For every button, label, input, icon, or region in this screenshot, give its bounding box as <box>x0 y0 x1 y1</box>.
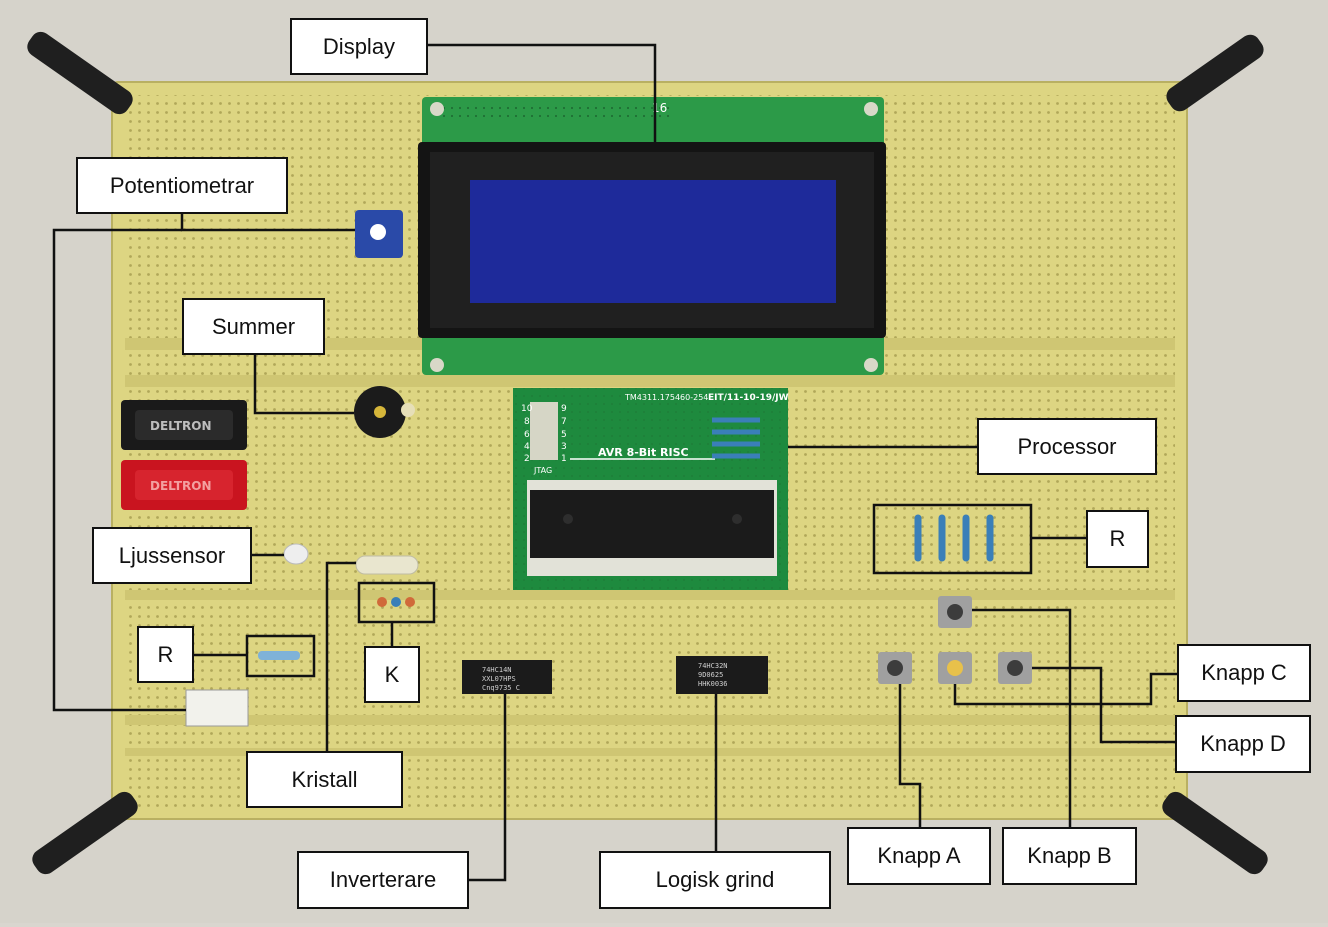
ic-text: HHK0036 <box>698 680 728 688</box>
leader-knapp-b <box>972 608 1072 827</box>
processor-board: TM4311.175460-254 EIT/11-10-19/JW 10 8 6… <box>513 388 789 590</box>
jtag-pin-label: 9 <box>561 404 567 414</box>
jtag-pin-label: 1 <box>561 454 567 464</box>
leader-lines <box>52 43 1177 882</box>
label-inverterare: Inverterare <box>297 851 469 909</box>
jtag-header <box>530 402 558 460</box>
trimmer-potentiometer <box>185 689 249 727</box>
leader-knapp-d <box>1032 666 1175 744</box>
inverter-ic: 74HC14N XXL07HPS Cnq9735 C <box>462 660 552 694</box>
light-sensor <box>283 543 309 565</box>
deltron-label-red: DELTRON <box>150 479 212 493</box>
capacitors <box>377 597 415 607</box>
ic-text: 74HC14N <box>482 666 512 674</box>
potentiometer <box>355 210 403 258</box>
mounting-hole <box>864 358 878 372</box>
label-display: Display <box>290 18 428 75</box>
jtag-pin-label: 5 <box>561 430 567 440</box>
ic-text: 9D0625 <box>698 671 723 679</box>
banana-socket-red: DELTRON <box>121 460 247 510</box>
mounting-hole <box>430 102 444 116</box>
ic-text: XXL07HPS <box>482 675 516 683</box>
leader-knapp-c <box>953 672 1177 706</box>
highlight-capacitors <box>357 581 436 624</box>
label-r-right: R <box>1086 510 1149 568</box>
pcb-date-text: EIT/11-10-19/JW <box>708 393 789 403</box>
leader-display <box>427 43 657 142</box>
ic-text: 74HC32N <box>698 662 728 670</box>
leader-knapp-a <box>898 684 922 827</box>
label-knapp-c: Knapp C <box>1177 644 1311 702</box>
label-ljussensor: Ljussensor <box>92 527 252 584</box>
jtag-pin-label: 3 <box>561 442 567 452</box>
label-potentiometrar: Potentiometrar <box>76 157 288 214</box>
leader-kristall <box>325 561 356 751</box>
label-processor: Processor <box>977 418 1157 475</box>
cpu-title-text: AVR 8-Bit RISC <box>598 446 689 459</box>
pcb-id-text: TM4311.175460-254 <box>624 393 708 402</box>
buzzer <box>354 386 415 438</box>
lcd-screen <box>470 180 836 303</box>
banana-socket-black: DELTRON <box>121 400 247 450</box>
jtag-pin-label: 2 <box>524 454 530 464</box>
label-r-left: R <box>137 626 194 683</box>
resistors-right <box>914 514 994 562</box>
jtag-pin-label: 4 <box>524 442 530 452</box>
processor-resistors <box>712 417 760 459</box>
mounting-hole <box>430 358 444 372</box>
mounting-hole <box>864 102 878 116</box>
leader-potentiometer-bottom <box>52 228 186 712</box>
crystal <box>355 555 419 575</box>
label-logisk-grind: Logisk grind <box>599 851 831 909</box>
jtag-label: JTAG <box>533 466 552 475</box>
push-buttons <box>878 596 1032 684</box>
resistor-left <box>258 651 300 660</box>
deltron-label-black: DELTRON <box>150 419 212 433</box>
label-knapp-a: Knapp A <box>847 827 991 885</box>
standoff-feet <box>27 31 1268 875</box>
jtag-pin-label: 10 <box>521 404 533 414</box>
ic-text: Cnq9735 C <box>482 684 520 692</box>
leader-inverterare <box>468 694 507 882</box>
jtag-pin-label: 8 <box>524 417 530 427</box>
label-k: K <box>364 646 420 703</box>
jtag-pin-label: 7 <box>561 417 567 427</box>
jtag-pin-label: 6 <box>524 430 530 440</box>
label-knapp-d: Knapp D <box>1175 715 1311 773</box>
leader-summer <box>253 355 354 415</box>
logic-gate-ic: 74HC32N 9D0625 HHK0036 <box>676 656 768 694</box>
label-summer: Summer <box>182 298 325 355</box>
label-knapp-b: Knapp B <box>1002 827 1137 885</box>
label-kristall: Kristall <box>246 751 403 808</box>
lcd-display-module: 16 <box>418 97 886 375</box>
atmega-chip <box>530 490 774 558</box>
